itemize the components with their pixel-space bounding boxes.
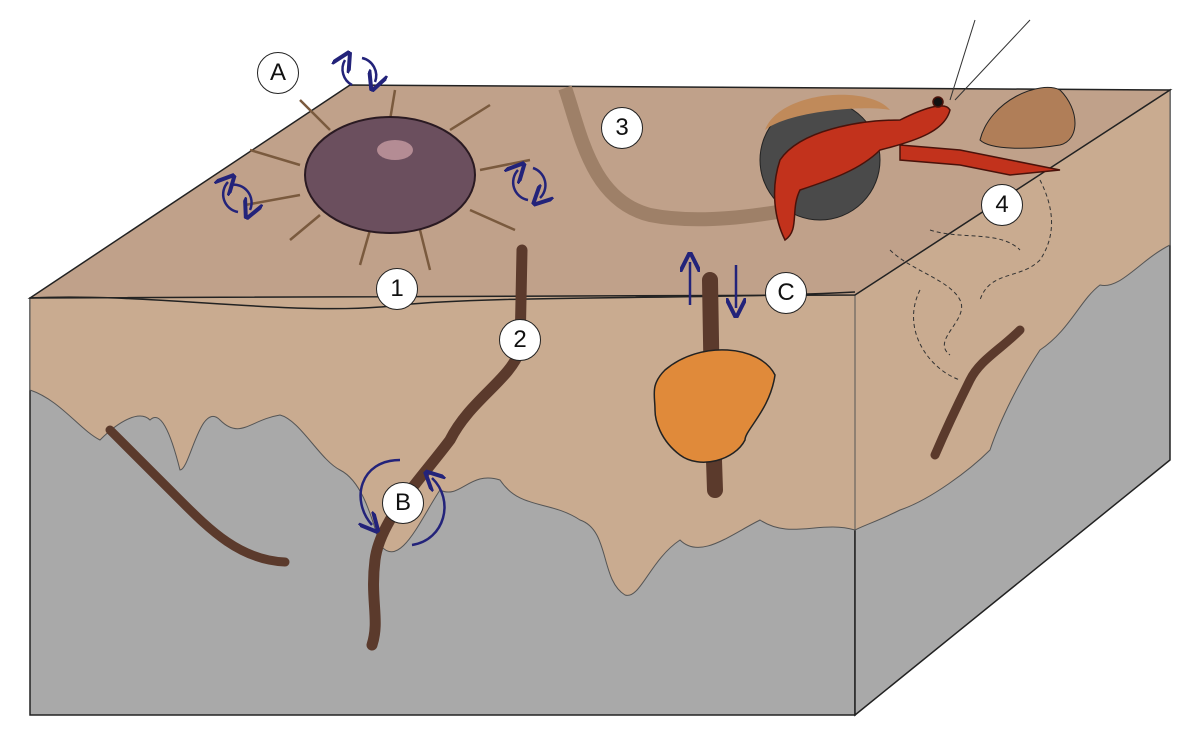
shell <box>979 86 1076 149</box>
right-sediment-layer <box>854 89 1171 531</box>
label-4: 4 <box>981 184 1023 226</box>
crayfish <box>773 19 1061 242</box>
sponge <box>653 349 776 463</box>
label-A: A <box>257 52 299 94</box>
surface-trail <box>558 85 792 227</box>
sea-urchin <box>244 89 531 271</box>
track-marks <box>889 179 1053 381</box>
label-2: 2 <box>499 319 541 361</box>
label-1: 1 <box>376 268 418 310</box>
flow-arrows <box>223 58 736 547</box>
label-C: C <box>765 272 807 314</box>
label-3: 3 <box>601 107 643 149</box>
label-B: B <box>382 482 424 524</box>
